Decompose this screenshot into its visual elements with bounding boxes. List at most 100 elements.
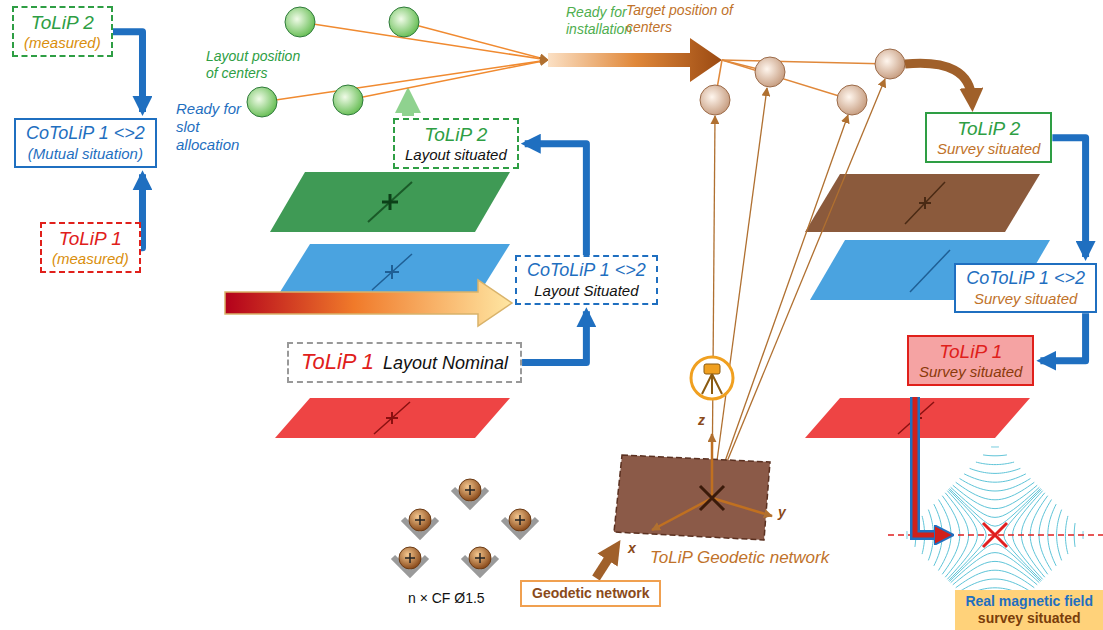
measured-box: ToLiP 1(measured) [40,222,141,273]
axis-label: y [778,504,786,521]
box-title: CoToLiP 1 <>2 [527,260,646,282]
nominal-box: ToLiP 1Layout Nominal [287,342,522,383]
rect-shape [704,364,720,374]
survey-box: CoToLiP 1 <>2Survey situated [954,263,1097,313]
slot-allocation-arrow [225,280,512,326]
circle-shape [389,7,419,37]
circle-shape [399,547,421,569]
flow-arrow [1052,138,1085,257]
path-shape [475,553,485,563]
flow-arrow [1040,313,1085,360]
survey-box: ToLiP 2Survey situated [925,112,1052,163]
axis-label: z [698,412,705,429]
circle-shape [875,49,905,79]
flow-arrow [522,311,586,362]
box-subtitle: Layout situated [405,146,507,164]
circle-shape [409,509,431,531]
network-box: Geodetic network [520,580,661,607]
line-shape [722,60,890,64]
path-shape [415,515,425,525]
box-subtitle: Layout Situated [534,282,638,300]
path-shape [976,462,1014,465]
field-arrow [915,397,944,535]
circle-shape [333,85,363,115]
path-shape [949,544,1040,582]
field-center-mark [983,523,1007,547]
path-shape [919,197,931,209]
box-subtitle: (measured) [24,34,101,52]
circle-shape [755,57,785,87]
line-shape [348,60,548,100]
path-shape [951,487,1040,517]
line-shape [652,498,712,530]
line-shape [910,250,950,292]
flow-arrow [141,174,143,247]
box-subtitle: Survey situated [937,140,1040,158]
path-shape [386,412,398,424]
annotation: Layout position of centers [206,48,314,82]
line-shape [905,182,945,224]
network-label: ToLiP Geodetic network [650,548,829,568]
installation-arrow [548,38,722,82]
box-title: ToLiP 1 [939,340,1002,363]
annotation: Ready for slot allocation [176,100,258,154]
path-shape [1065,516,1068,554]
part-note: n × CF Ø1.5 [408,590,485,607]
box-title: ToLiP 1 [59,227,122,250]
circle-shape [285,7,315,37]
path-shape [465,485,475,495]
target-centers [700,49,905,115]
box-subtitle: (Mutual situation) [28,145,143,163]
circle-shape [459,479,481,501]
box-title: ToLiP 2 [957,117,1020,140]
path-shape [702,374,722,394]
line-shape [712,79,885,498]
path-shape [960,478,1031,491]
network-arrow [596,550,614,578]
line-shape [372,254,412,290]
line-shape [712,116,715,498]
circle-shape [700,85,730,115]
circle-shape [691,357,733,399]
mutual-box: CoToLiP 1 <>2(Mutual situation) [14,118,157,168]
box-subtitle: (measured) [52,250,129,268]
line-shape [404,22,548,60]
total-station-icon [691,357,733,399]
path-shape [385,265,399,279]
circle-shape [247,87,277,117]
cf-spheres [393,479,537,574]
green-plane [270,172,510,232]
box-subtitle: Survey situated [974,290,1077,308]
path-shape [906,531,907,539]
layout-box: CoToLiP 1 <>2Layout Situated [515,255,658,305]
flow-arrow [525,144,587,255]
axis-label: x [628,540,636,557]
circle-shape [509,509,531,531]
measured-box: ToLiP 2(measured) [12,6,113,57]
path-shape [964,474,1026,482]
circle-shape [837,85,867,115]
path-shape [949,489,1040,527]
box-subtitle: survey situated [978,610,1081,627]
box-title: ToLiP 2 [424,123,487,146]
box-subtitle: Survey situated [919,363,1022,381]
line-shape [712,115,848,498]
field-box: Real magnetic fieldsurvey situated [955,590,1103,630]
box-title: CoToLiP 1 <>2 [26,123,145,145]
box-title: Geodetic network [532,585,649,602]
line-shape [368,182,412,222]
brown-plane [805,174,1040,232]
path-shape [700,486,724,510]
red-plane [275,398,510,438]
path-shape [515,515,525,525]
path-shape [983,454,1007,456]
path-shape [970,468,1021,473]
layout-up-arrow [402,100,414,116]
flow-arrow [113,32,143,112]
path-shape [991,446,999,447]
